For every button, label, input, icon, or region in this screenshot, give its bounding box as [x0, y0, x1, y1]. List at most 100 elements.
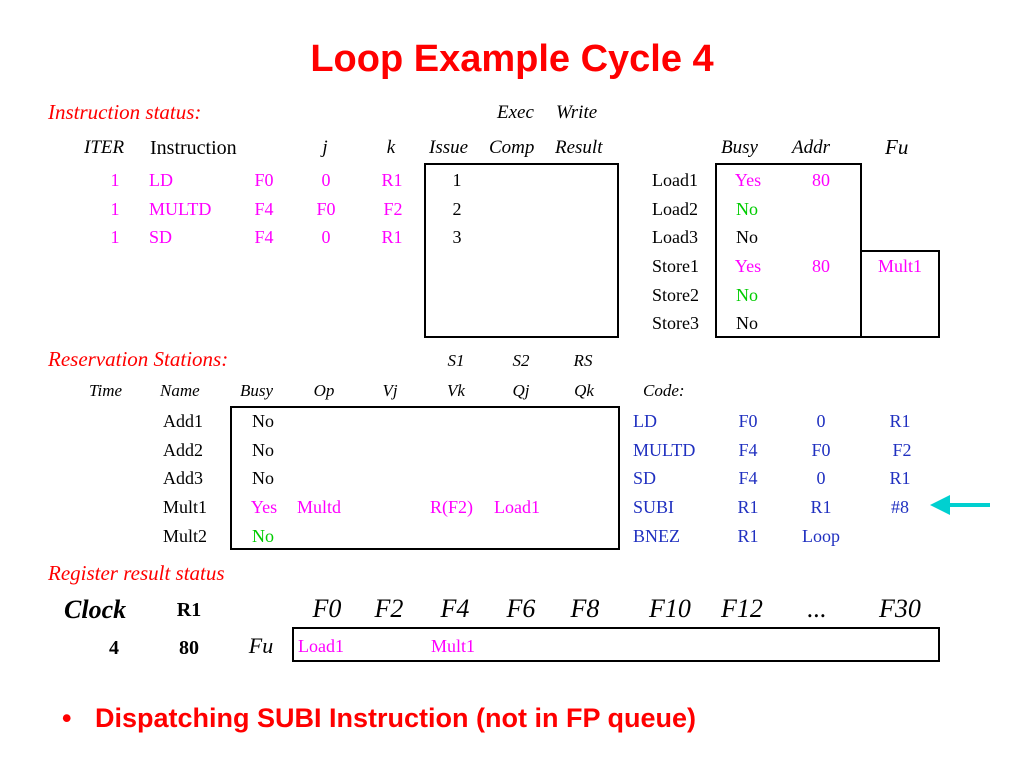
- rs-name: Mult1: [163, 497, 208, 517]
- buffer-name: Store1: [652, 256, 699, 276]
- register-fu-value: Load1: [298, 636, 344, 656]
- code-arg1: R1: [737, 526, 759, 546]
- code-op: BNEZ: [633, 526, 680, 546]
- code-arg1: F4: [738, 468, 758, 488]
- header-write: Write: [556, 102, 598, 123]
- slide-title: Loop Example Cycle 4: [310, 38, 714, 80]
- instr-issue: 2: [452, 199, 462, 219]
- code-arg1: F4: [738, 440, 758, 460]
- instr-op: SD: [149, 227, 173, 247]
- code-arg1: R1: [737, 497, 759, 517]
- header-fu: Fu: [885, 135, 909, 159]
- buffer-busy: No: [736, 227, 758, 247]
- instr-reg: F4: [254, 199, 274, 219]
- instr-issue: 3: [452, 227, 462, 247]
- current-instruction-arrow-icon: [930, 495, 990, 515]
- instr-k: R1: [381, 227, 403, 247]
- code-arg2: R1: [810, 497, 832, 517]
- rs-name: Add3: [163, 468, 203, 488]
- register-header: F2: [374, 594, 404, 623]
- header-instruction: Instruction: [150, 137, 237, 159]
- r1-label: R1: [176, 599, 202, 621]
- header-qk: Qk: [574, 381, 594, 400]
- register-result-status-label: Register result status: [48, 561, 225, 585]
- buffer-busy: Yes: [734, 170, 762, 190]
- instr-issue: 1: [452, 170, 462, 190]
- header-busy-rs: Busy: [240, 381, 274, 400]
- rs-vk: R(F2): [430, 497, 474, 517]
- header-busy: Busy: [721, 137, 758, 158]
- register-fu-value: Mult1: [431, 636, 476, 656]
- instr-j: F0: [316, 199, 336, 219]
- header-k: k: [386, 137, 396, 158]
- rs-busy: No: [252, 440, 274, 460]
- instr-iter: 1: [110, 199, 120, 219]
- code-op: LD: [633, 411, 657, 431]
- header-result: Result: [555, 137, 603, 158]
- code-arg1: F0: [738, 411, 758, 431]
- header-j: j: [322, 137, 328, 158]
- instr-op: LD: [149, 170, 173, 190]
- rs-name: Add1: [163, 411, 203, 431]
- instruction-status-label: Instruction status:: [48, 100, 202, 124]
- rs-op: Multd: [297, 497, 342, 517]
- instruction-status-box: [424, 163, 619, 338]
- buffer-addr: 80: [812, 256, 830, 276]
- rs-busy: No: [252, 411, 274, 431]
- fu-label: Fu: [248, 633, 274, 658]
- header-code: Code:: [643, 381, 685, 400]
- instr-k: F2: [383, 199, 403, 219]
- buffer-name: Store3: [652, 313, 699, 333]
- buffer-name: Load1: [652, 170, 698, 190]
- register-header: F8: [570, 594, 600, 623]
- buffer-busy: Yes: [734, 256, 762, 276]
- instr-iter: 1: [110, 227, 120, 247]
- buffer-name: Store2: [652, 285, 699, 305]
- code-arg3: F2: [892, 440, 912, 460]
- rs-busy: Yes: [250, 497, 278, 517]
- rs-qj: Load1: [494, 497, 540, 517]
- buffer-name: Load2: [652, 199, 698, 219]
- code-arg2: F0: [811, 440, 831, 460]
- instr-iter: 1: [110, 170, 120, 190]
- r1-value: 80: [179, 637, 199, 659]
- code-arg2: 0: [816, 468, 826, 488]
- code-op: SUBI: [633, 497, 675, 517]
- instr-j: 0: [321, 227, 331, 247]
- header-issue: Issue: [429, 137, 469, 158]
- header-op: Op: [313, 381, 335, 400]
- reservation-stations-box: [230, 406, 620, 550]
- header-s1: S1: [447, 351, 465, 370]
- reservation-stations-label: Reservation Stations:: [48, 347, 229, 371]
- header-time: Time: [89, 381, 123, 400]
- header-addr: Addr: [792, 137, 830, 158]
- rs-busy: No: [252, 468, 274, 488]
- code-arg3: R1: [889, 468, 911, 488]
- register-header: F30: [879, 594, 921, 623]
- clock-label: Clock: [64, 595, 127, 624]
- buffer-addr: 80: [812, 170, 830, 190]
- instr-j: 0: [321, 170, 331, 190]
- header-vk: Vk: [447, 381, 465, 400]
- bullet-text: Dispatching SUBI Instruction (not in FP …: [95, 703, 697, 733]
- code-op: SD: [633, 468, 657, 488]
- header-name: Name: [160, 381, 200, 400]
- rs-name: Mult2: [163, 526, 208, 546]
- store-fu-box: [860, 250, 940, 338]
- register-header: F10: [649, 594, 691, 623]
- header-exec: Exec: [497, 102, 534, 123]
- instr-k: R1: [381, 170, 403, 190]
- buffer-busy: No: [736, 313, 758, 333]
- register-header: F6: [506, 594, 536, 623]
- register-result-box: [292, 627, 940, 662]
- code-arg3: R1: [889, 411, 911, 431]
- rs-name: Add2: [163, 440, 203, 460]
- code-arg2: Loop: [802, 526, 840, 546]
- instr-op: MULTD: [149, 199, 212, 219]
- header-vj: Vj: [382, 381, 398, 400]
- register-header: F0: [312, 594, 342, 623]
- instr-reg: F4: [254, 227, 274, 247]
- clock-value: 4: [109, 637, 119, 659]
- buffer-busy: No: [736, 199, 758, 219]
- buffer-name: Load3: [652, 227, 698, 247]
